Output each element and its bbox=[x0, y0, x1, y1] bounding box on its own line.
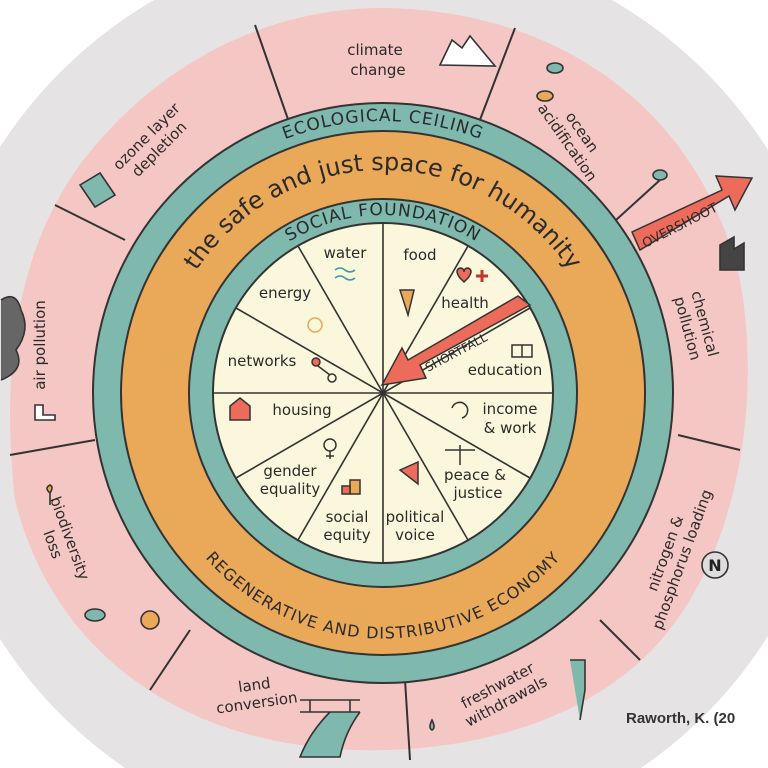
svg-text:income: income bbox=[483, 400, 538, 418]
climate-change-label: climate change bbox=[347, 41, 405, 79]
citation-credit: Raworth, K. (20 bbox=[626, 710, 736, 727]
fish-icon-2 bbox=[536, 90, 554, 102]
air-pollution-label: air pollution bbox=[31, 300, 49, 390]
sun-icon bbox=[307, 317, 323, 333]
peace-justice-label: peace & justice bbox=[444, 466, 506, 502]
fish-icon bbox=[546, 62, 564, 74]
svg-text:& work: & work bbox=[484, 419, 537, 437]
heart-plus-icon bbox=[456, 267, 488, 284]
nitrogen-symbol: N bbox=[708, 556, 721, 575]
gender-equality-label: gender equality bbox=[260, 462, 321, 498]
fish-icon-4 bbox=[84, 608, 106, 622]
ceiling-icons: N bbox=[0, 34, 745, 758]
svg-text:equality: equality bbox=[260, 480, 321, 498]
scales-icon bbox=[445, 445, 475, 465]
svg-text:gender: gender bbox=[263, 462, 317, 480]
network-nodes-icon bbox=[311, 357, 337, 383]
income-work-label: income & work bbox=[483, 400, 538, 437]
spray-can-icon bbox=[78, 171, 117, 209]
factory-icon bbox=[719, 235, 745, 271]
svg-text:justice: justice bbox=[452, 484, 502, 502]
svg-text:voice: voice bbox=[395, 526, 435, 544]
cloud-mountain-icon bbox=[438, 34, 497, 67]
social-equity-label: social equity bbox=[323, 508, 370, 544]
book-icon bbox=[511, 344, 533, 358]
housing-label: housing bbox=[272, 401, 331, 419]
svg-text:climate: climate bbox=[347, 41, 403, 59]
networks-label: networks bbox=[228, 352, 297, 370]
water-waves-icon bbox=[334, 267, 356, 281]
cycle-arrows-icon bbox=[451, 401, 469, 419]
ceiling-dividers bbox=[9, 24, 741, 761]
chimney-icon bbox=[34, 404, 56, 421]
gender-symbol-icon bbox=[323, 438, 337, 459]
svg-text:air pollution: air pollution bbox=[31, 300, 49, 390]
carrot-icon bbox=[398, 289, 415, 318]
health-label: health bbox=[441, 294, 488, 312]
faucet-icon bbox=[570, 659, 586, 721]
svg-text:change: change bbox=[350, 61, 405, 79]
social-icons bbox=[229, 267, 533, 495]
svg-text:land: land bbox=[237, 674, 272, 696]
svg-text:equity: equity bbox=[323, 526, 370, 544]
megaphone-icon bbox=[398, 460, 419, 486]
education-label: education bbox=[468, 361, 542, 379]
food-label: food bbox=[403, 246, 436, 264]
political-voice-label: political voice bbox=[386, 508, 445, 544]
smoke-icon bbox=[0, 295, 26, 381]
house-icon bbox=[229, 397, 251, 421]
bridge-river-icon bbox=[298, 699, 361, 758]
person-icon bbox=[140, 610, 160, 630]
svg-text:political: political bbox=[386, 508, 445, 526]
svg-text:peace &: peace & bbox=[444, 466, 506, 484]
energy-label: energy bbox=[259, 284, 311, 302]
fish-icon-3 bbox=[652, 169, 668, 181]
sprout-icon bbox=[46, 484, 53, 505]
svg-text:social: social bbox=[326, 508, 369, 526]
nitrogen-icon bbox=[701, 551, 729, 579]
water-label: water bbox=[324, 244, 368, 262]
buildings-icon bbox=[341, 479, 361, 495]
water-drop-icon bbox=[429, 718, 435, 731]
